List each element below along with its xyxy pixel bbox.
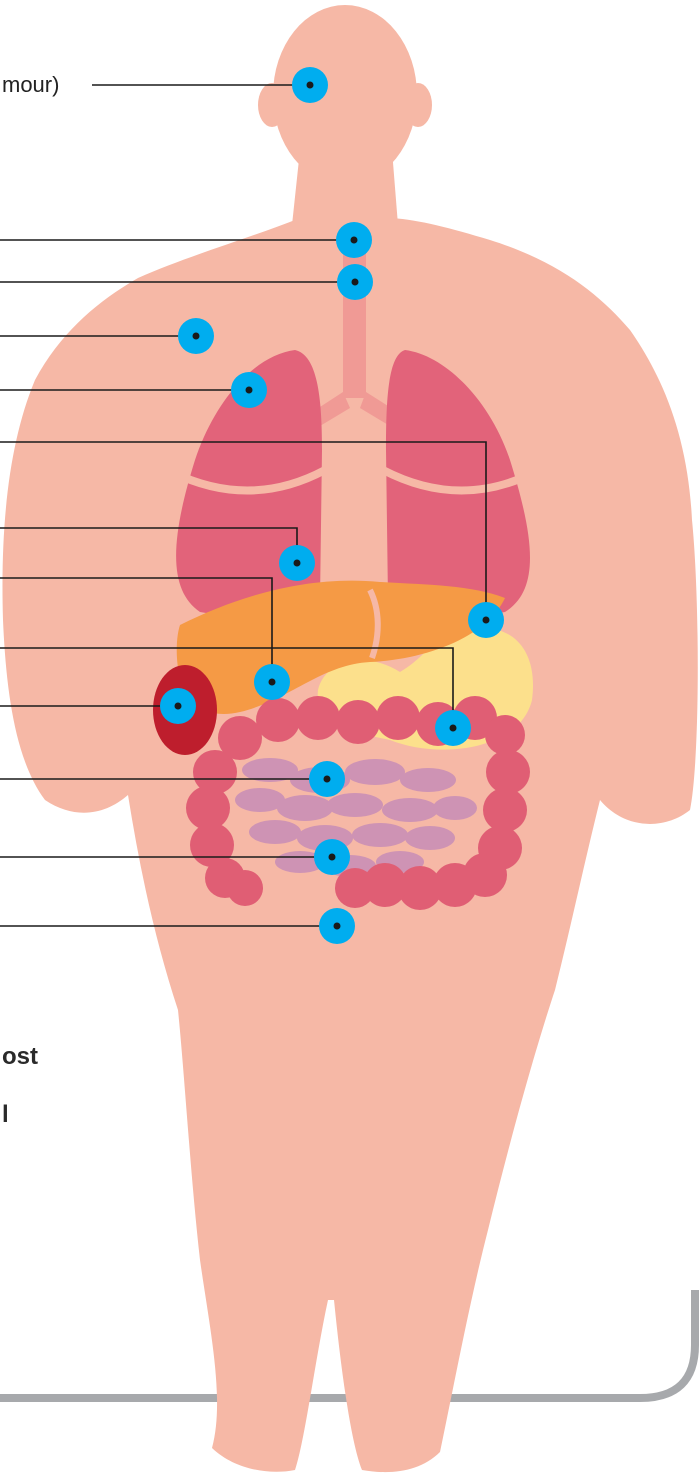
marker-pancreas[interactable] [435, 710, 471, 746]
marker-throat[interactable] [336, 222, 372, 258]
marker-oesophagus[interactable] [337, 264, 373, 300]
marker-lung[interactable] [231, 372, 267, 408]
marker-bowel-lower[interactable] [314, 839, 350, 875]
marker-bowel-upper[interactable] [309, 761, 345, 797]
marker-brain[interactable] [292, 67, 328, 103]
text-fragment-1: ost [2, 1043, 38, 1070]
marker-stomach[interactable] [468, 602, 504, 638]
marker-liver-upper[interactable] [279, 545, 315, 581]
marker-kidney[interactable] [160, 688, 196, 724]
text-fragment-2: l [2, 1101, 9, 1128]
label-brain: mour) [2, 72, 59, 97]
marker-breast[interactable] [178, 318, 214, 354]
marker-bladder[interactable] [319, 908, 355, 944]
marker-liver-lower[interactable] [254, 664, 290, 700]
